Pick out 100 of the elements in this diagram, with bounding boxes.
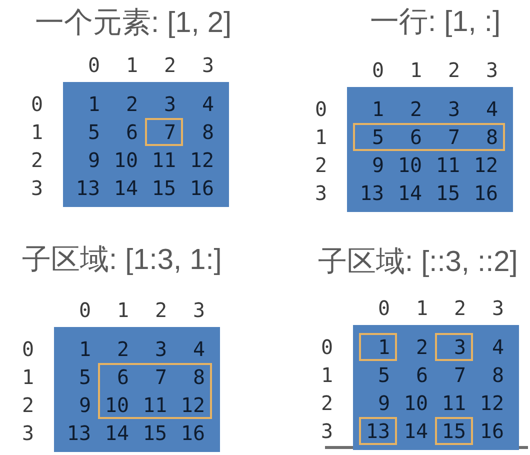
matrix-value: 9 xyxy=(78,395,91,415)
matrix-value: 2 xyxy=(416,337,428,357)
matrix-value: 9 xyxy=(88,150,100,170)
matrix-value: 5 xyxy=(78,367,91,387)
column-index: 0 xyxy=(88,55,100,75)
row-index: 1 xyxy=(314,127,328,147)
column-index: 2 xyxy=(454,298,466,318)
panel-title: 一行: [1, :] xyxy=(370,8,501,37)
matrix-value: 5 xyxy=(372,127,384,147)
matrix-value: 12 xyxy=(480,393,504,413)
row-index: 3 xyxy=(22,423,34,443)
panel-title: 子区域: [1:3, 1:] xyxy=(22,246,222,275)
row-index: 1 xyxy=(22,367,34,387)
row-index: 2 xyxy=(30,150,44,170)
row-index: 0 xyxy=(320,337,334,357)
matrix-value: 8 xyxy=(486,127,498,147)
matrix-value: 5 xyxy=(88,122,100,142)
row-index: 0 xyxy=(314,99,328,119)
column-index: 1 xyxy=(116,300,130,320)
matrix-value: 5 xyxy=(378,365,390,385)
row-index: 2 xyxy=(314,155,328,175)
column-index: 0 xyxy=(378,298,390,318)
matrix-value: 4 xyxy=(486,99,498,119)
highlight-frame xyxy=(359,417,397,445)
matrix-value: 6 xyxy=(410,127,422,147)
matrix-value: 15 xyxy=(436,183,460,203)
matrix-value: 11 xyxy=(436,155,460,175)
matrix-value: 13 xyxy=(360,183,384,203)
column-index: 2 xyxy=(154,300,168,320)
column-index: 3 xyxy=(202,55,214,75)
matrix-value: 1 xyxy=(88,94,100,114)
column-index: 0 xyxy=(372,60,384,80)
matrix-value: 4 xyxy=(492,337,504,357)
matrix-value: 7 xyxy=(454,365,466,385)
matrix-value: 2 xyxy=(116,339,129,359)
matrix-value: 14 xyxy=(114,178,138,198)
matrix-value: 3 xyxy=(454,337,466,357)
matrix-value: 8 xyxy=(202,122,214,142)
matrix-value: 16 xyxy=(180,423,205,443)
matrix-value: 3 xyxy=(448,99,460,119)
column-index: 1 xyxy=(416,298,428,318)
matrix-value: 15 xyxy=(442,421,466,441)
matrix-value: 4 xyxy=(202,94,214,114)
matrix-value: 13 xyxy=(366,421,390,441)
matrix-value: 16 xyxy=(480,421,504,441)
matrix-block xyxy=(63,82,229,207)
matrix-block xyxy=(353,325,519,450)
matrix-value: 16 xyxy=(190,178,214,198)
row-index: 0 xyxy=(22,339,34,359)
matrix-block xyxy=(347,87,513,212)
column-index: 3 xyxy=(192,300,206,320)
matrix-value: 4 xyxy=(192,339,205,359)
matrix-value: 9 xyxy=(378,393,390,413)
matrix-value: 3 xyxy=(154,339,167,359)
matrix-value: 12 xyxy=(190,150,214,170)
highlight-frame xyxy=(353,123,505,151)
matrix-value: 8 xyxy=(192,367,205,387)
highlight-frame xyxy=(435,333,473,361)
column-index: 3 xyxy=(492,298,504,318)
highlight-frame xyxy=(145,118,183,146)
matrix-value: 11 xyxy=(142,395,167,415)
matrix-value: 15 xyxy=(152,178,176,198)
matrix-value: 3 xyxy=(164,94,176,114)
matrix-value: 10 xyxy=(398,155,422,175)
column-index: 2 xyxy=(164,55,176,75)
row-index: 3 xyxy=(30,178,44,198)
row-index: 2 xyxy=(320,393,334,413)
matrix-value: 1 xyxy=(78,339,91,359)
column-index: 3 xyxy=(486,60,498,80)
matrix-value: 13 xyxy=(66,423,91,443)
row-index: 2 xyxy=(22,395,34,415)
matrix-value: 8 xyxy=(492,365,504,385)
panel-title: 子区域: [::3, ::2] xyxy=(318,248,518,277)
row-index: 3 xyxy=(320,421,334,441)
column-index: 2 xyxy=(448,60,460,80)
matrix-value: 16 xyxy=(474,183,498,203)
matrix-value: 12 xyxy=(474,155,498,175)
matrix-value: 6 xyxy=(416,365,428,385)
row-index: 1 xyxy=(30,122,44,142)
column-index: 1 xyxy=(410,60,422,80)
matrix-value: 10 xyxy=(404,393,428,413)
column-index: 1 xyxy=(126,55,138,75)
matrix-value: 1 xyxy=(378,337,390,357)
matrix-value: 12 xyxy=(180,395,205,415)
row-index: 3 xyxy=(314,183,328,203)
matrix-value: 14 xyxy=(398,183,422,203)
column-index: 0 xyxy=(78,300,92,320)
highlight-frame xyxy=(435,417,473,445)
matrix-value: 7 xyxy=(164,122,176,142)
matrix-value: 7 xyxy=(448,127,460,147)
matrix-value: 11 xyxy=(442,393,466,413)
highlight-frame xyxy=(359,333,397,361)
matrix-value: 15 xyxy=(142,423,167,443)
matrix-value: 2 xyxy=(410,99,422,119)
matrix-value: 7 xyxy=(154,367,167,387)
matrix-value: 14 xyxy=(404,421,428,441)
highlight-frame xyxy=(98,363,212,419)
matrix-value: 10 xyxy=(104,395,129,415)
row-index: 0 xyxy=(30,94,44,114)
matrix-value: 1 xyxy=(372,99,384,119)
